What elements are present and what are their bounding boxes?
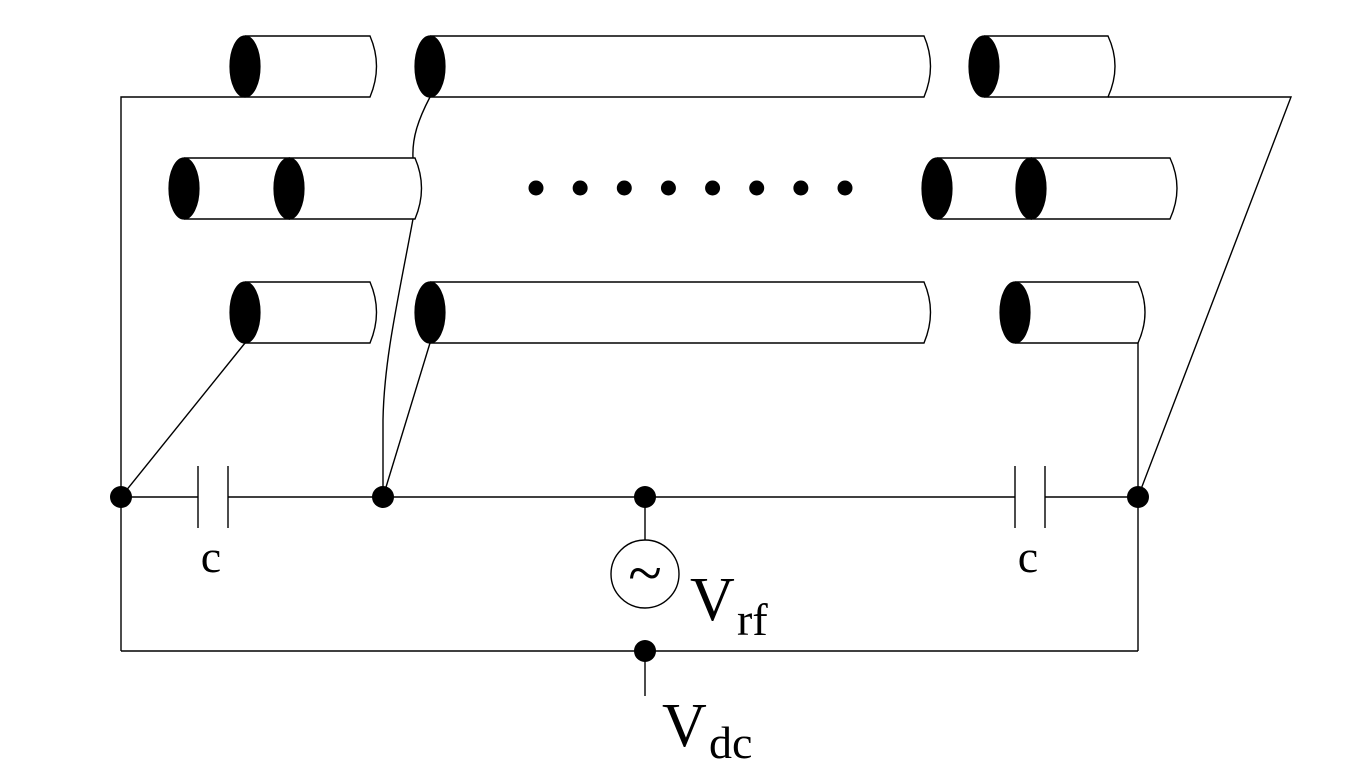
node-right [1127, 486, 1149, 508]
rod-row2-left-outer [168, 157, 290, 220]
wire-row3-center [382, 342, 431, 498]
ellipsis-dot [616, 180, 632, 196]
node-rf [634, 486, 656, 508]
rod-row3-right [999, 281, 1146, 344]
rod-row3-center [414, 281, 932, 344]
ellipsis-dot [572, 180, 588, 196]
dc-label-sub: dc [709, 717, 752, 766]
dc-label-main: V [662, 692, 707, 760]
rf-voltage-label: V rf [690, 566, 768, 645]
node-left [110, 486, 132, 508]
wire-left-rail [120, 96, 245, 651]
node-dc [634, 640, 656, 662]
capacitor-right [1014, 466, 1046, 528]
ellipsis-dot [528, 180, 544, 196]
capacitor-right-label: c [1018, 531, 1038, 582]
ellipsis-dot [837, 180, 853, 196]
rod-row2-left-inner [273, 157, 423, 220]
ellipsis-dot [793, 180, 809, 196]
capacitor-left [197, 466, 229, 528]
dc-voltage-label: V dc [662, 692, 752, 768]
rf-source-symbol: ~ [628, 540, 662, 608]
wire-row3-left [120, 342, 246, 498]
rod-row2-right-outer [921, 157, 1032, 220]
wire-row1-right [1108, 96, 1293, 498]
ellipsis-dot [660, 180, 676, 196]
ellipsis-dot [705, 180, 721, 196]
ellipsis-dots [528, 180, 853, 196]
rod-row2-right-inner [1015, 157, 1178, 220]
rod-row1-right [968, 35, 1116, 98]
rf-source-circle [610, 539, 680, 609]
rod-row1-center [414, 35, 932, 98]
ellipsis-dot [749, 180, 765, 196]
rf-label-sub: rf [737, 594, 768, 645]
wire-row1-center [412, 96, 431, 159]
rod-row1-left [229, 35, 378, 98]
rod-row3-left [229, 281, 378, 344]
capacitor-left-label: c [201, 531, 221, 582]
rf-label-main: V [690, 566, 735, 634]
node-inner-left [372, 486, 394, 508]
wire-row2-left [382, 218, 414, 497]
